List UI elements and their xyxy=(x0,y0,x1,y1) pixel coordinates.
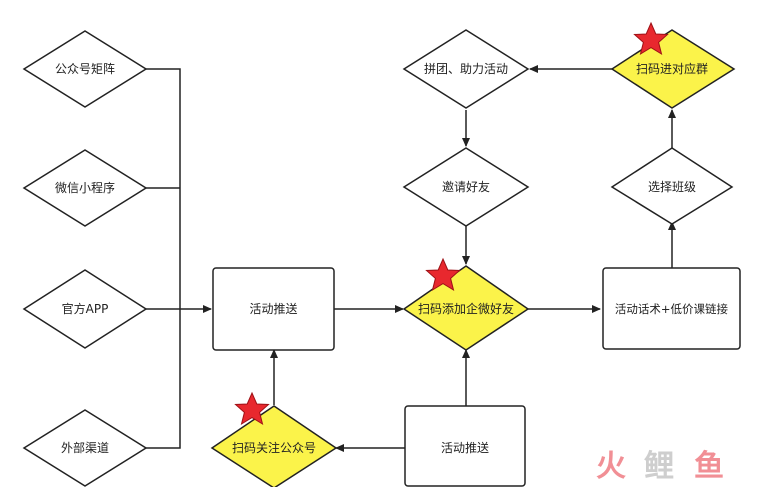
node-group-buy-assist: 拼团、助力活动 xyxy=(402,29,530,109)
star-icon xyxy=(633,21,669,56)
node-mini-program-label: 微信小程序 xyxy=(55,180,115,195)
node-scan-join-group-label: 扫码进对应群 xyxy=(636,61,708,76)
node-official-app-label: 官方APP xyxy=(62,301,109,316)
watermark-part2: 鲤 xyxy=(644,449,674,484)
node-gzh-matrix-label: 公众号矩阵 xyxy=(55,62,115,76)
node-activity-push-main: 活动推送 xyxy=(212,267,335,351)
connector-external-to-merge xyxy=(146,309,181,449)
node-activity-push-bottom: 活动推送 xyxy=(404,405,526,487)
node-scan-follow-gzh: 扫码关注公众号 xyxy=(210,405,338,487)
node-gzh-matrix: 公众号矩阵 xyxy=(22,30,148,108)
node-invite-friends: 邀请好友 xyxy=(402,147,530,227)
node-mini-program: 微信小程序 xyxy=(22,149,148,227)
watermark-part1: 火 xyxy=(596,449,626,484)
node-activity-script: 活动话术+低价课链接 xyxy=(602,267,741,350)
node-external-channels: 外部渠道 xyxy=(22,409,148,487)
node-select-class-label: 选择班级 xyxy=(648,180,696,194)
connector-gzh-matrix-to-merge xyxy=(146,68,181,309)
star-icon xyxy=(234,391,270,426)
star-icon xyxy=(425,257,461,292)
node-official-app: 官方APP xyxy=(22,269,148,349)
node-scan-follow-gzh-label: 扫码关注公众号 xyxy=(232,440,316,455)
node-activity-push-bottom-label: 活动推送 xyxy=(441,440,489,455)
node-scan-add-wecom-label: 扫码添加企微好友 xyxy=(418,301,514,316)
node-select-class: 选择班级 xyxy=(610,147,734,225)
node-scan-join-group: 扫码进对应群 xyxy=(610,29,736,109)
node-activity-push-main-label: 活动推送 xyxy=(249,301,297,316)
node-external-channels-label: 外部渠道 xyxy=(61,440,109,455)
watermark-logo: 火 鲤 鱼 xyxy=(596,449,724,484)
connectors xyxy=(146,65,676,452)
node-activity-script-label: 活动话术+低价课链接 xyxy=(615,302,729,316)
node-invite-friends-label: 邀请好友 xyxy=(442,179,490,194)
watermark-part3: 鱼 xyxy=(694,449,724,484)
node-scan-add-wecom: 扫码添加企微好友 xyxy=(402,265,530,351)
node-group-buy-assist-label: 拼团、助力活动 xyxy=(424,62,508,76)
